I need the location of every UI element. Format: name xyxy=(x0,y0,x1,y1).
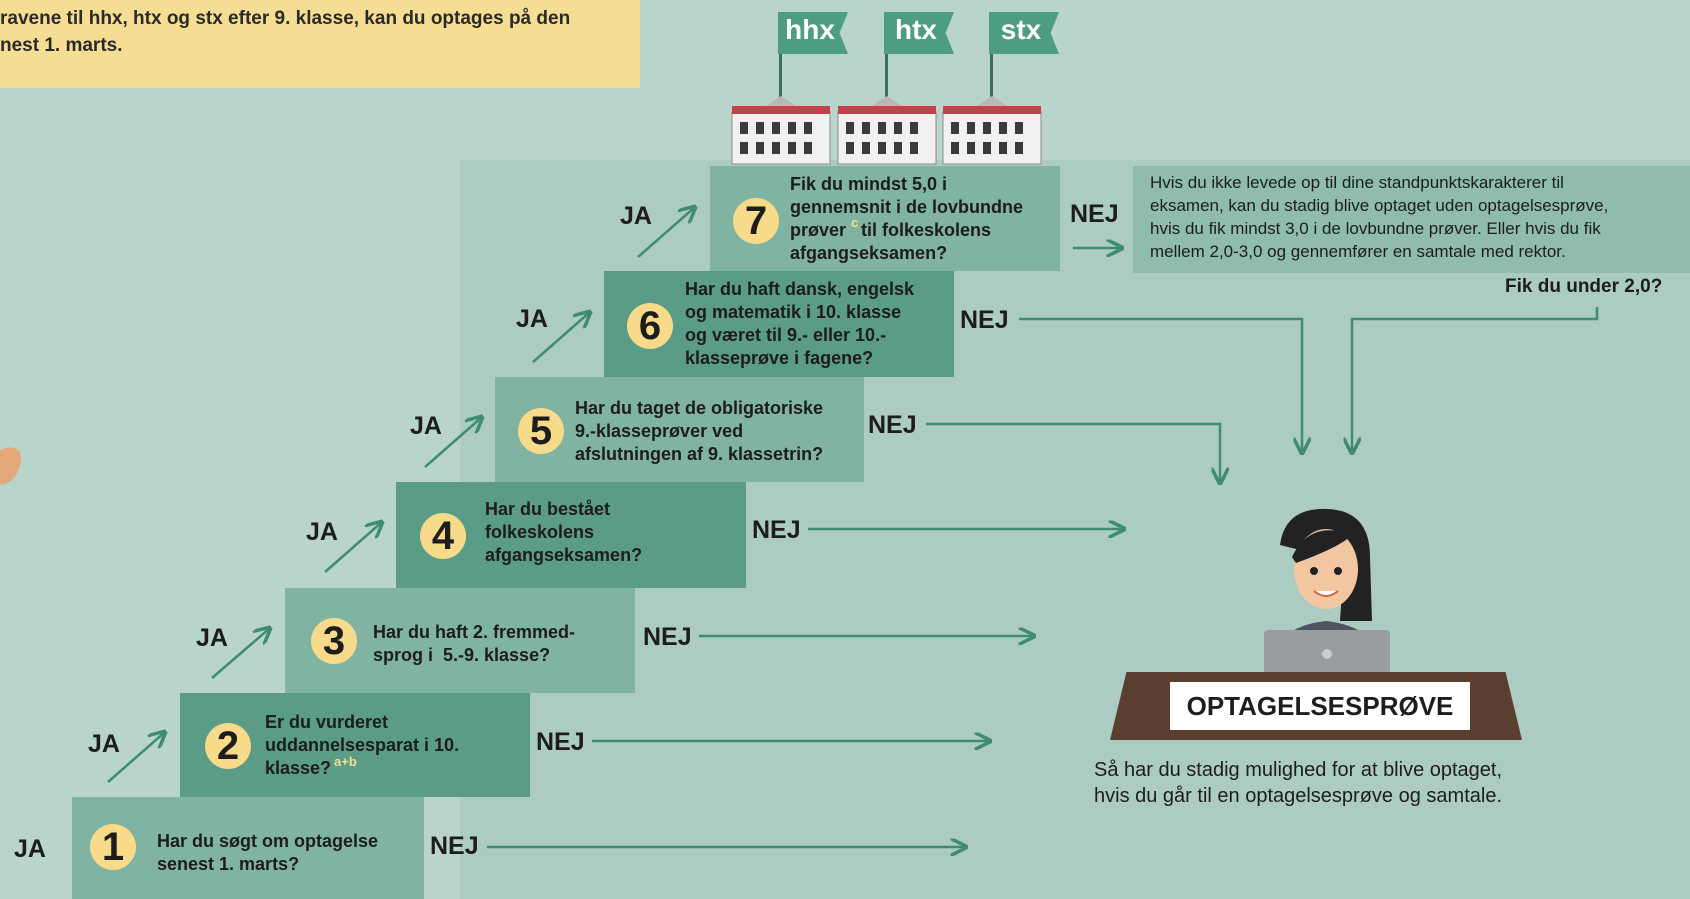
school-buildings-icon xyxy=(731,96,1042,165)
step-3-no: NEJ xyxy=(643,623,692,651)
yes-arrow-7 xyxy=(637,207,695,258)
step-7-footnote: c xyxy=(851,215,859,230)
admission-test-label: OPTAGELSESPRØVE xyxy=(1170,682,1470,730)
step-3-question: Har du haft 2. fremmed- sprog i 5.-9. kl… xyxy=(373,622,576,665)
flag-htx-label: htx xyxy=(895,14,937,45)
yes-arrow-2 xyxy=(107,732,165,783)
yes-arrow-4 xyxy=(324,522,382,573)
under-2-question: Fik du under 2,0? xyxy=(1505,276,1663,297)
step-6-question: Har du haft dansk, engelsk og matematik … xyxy=(685,279,915,368)
step-5-question: Har du taget de obligatoriske 9.-klassep… xyxy=(575,398,824,464)
flag-stx xyxy=(989,12,1059,54)
flag-htx xyxy=(884,12,954,54)
info-box xyxy=(1133,166,1690,273)
admission-test-caption: Så har du stadig mulighed for at blive o… xyxy=(1094,759,1503,807)
step-4-no: NEJ xyxy=(752,516,801,544)
step-1-question: Har du søgt om optagelse senest 1. marts… xyxy=(157,831,379,874)
step-6-yes: JA xyxy=(516,305,548,333)
flag-pole xyxy=(779,54,782,102)
info-box-text: Hvis du ikke levede op til dine standpun… xyxy=(1150,173,1609,261)
step-7-yes: JA xyxy=(620,202,652,230)
step-1-no: NEJ xyxy=(430,832,479,860)
laptop-icon xyxy=(1264,630,1390,678)
step-2-no: NEJ xyxy=(536,728,585,756)
step-1-badge: 1 xyxy=(90,824,136,870)
flag-pole xyxy=(990,54,993,102)
step-7-no: NEJ xyxy=(1070,200,1119,228)
step-4-badge: 4 xyxy=(420,513,466,559)
step-2-question: Er du vurderet uddannelsesparat i 10. kl… xyxy=(265,712,460,778)
step-3-yes: JA xyxy=(196,624,228,652)
top-note-text: ravene til hhx, htx og stx efter 9. klas… xyxy=(0,8,571,56)
pointing-hand-icon xyxy=(0,447,21,485)
step-1-yes: JA xyxy=(14,835,46,863)
top-note: ravene til hhx, htx og stx efter 9. klas… xyxy=(0,0,640,88)
flag-stx-label: stx xyxy=(1000,14,1042,45)
flag-hhx-label: hhx xyxy=(785,14,835,45)
flag-hhx xyxy=(778,12,848,54)
step-2-yes: JA xyxy=(88,730,120,758)
step-5-no: NEJ xyxy=(868,411,917,439)
step-4-yes: JA xyxy=(306,518,338,546)
step-6-no: NEJ xyxy=(960,306,1009,334)
schools: hhx htx stx xyxy=(0,0,1690,170)
under-2-arrow xyxy=(1352,307,1599,453)
step-4-question: Har du bestået folkeskolens afgangseksam… xyxy=(485,499,643,565)
step-5-yes: JA xyxy=(410,412,442,440)
step-2-footnote: a+b xyxy=(334,754,357,769)
no-arrow-6 xyxy=(1019,317,1302,453)
step-7-badge: 7 xyxy=(733,198,779,244)
step-7-question: Fik du mindst 5,0 i gennemsnit i de lovb… xyxy=(790,174,1024,263)
no-arrow-5 xyxy=(926,422,1220,483)
step-3-badge: 3 xyxy=(311,618,357,664)
step-6-badge: 6 xyxy=(627,303,673,349)
yes-arrow-3 xyxy=(211,628,270,679)
yes-arrow-6 xyxy=(532,312,590,363)
flag-pole xyxy=(885,54,888,102)
yes-arrow-5 xyxy=(424,417,482,468)
step-2-badge: 2 xyxy=(205,723,251,769)
step-5-badge: 5 xyxy=(518,408,564,454)
